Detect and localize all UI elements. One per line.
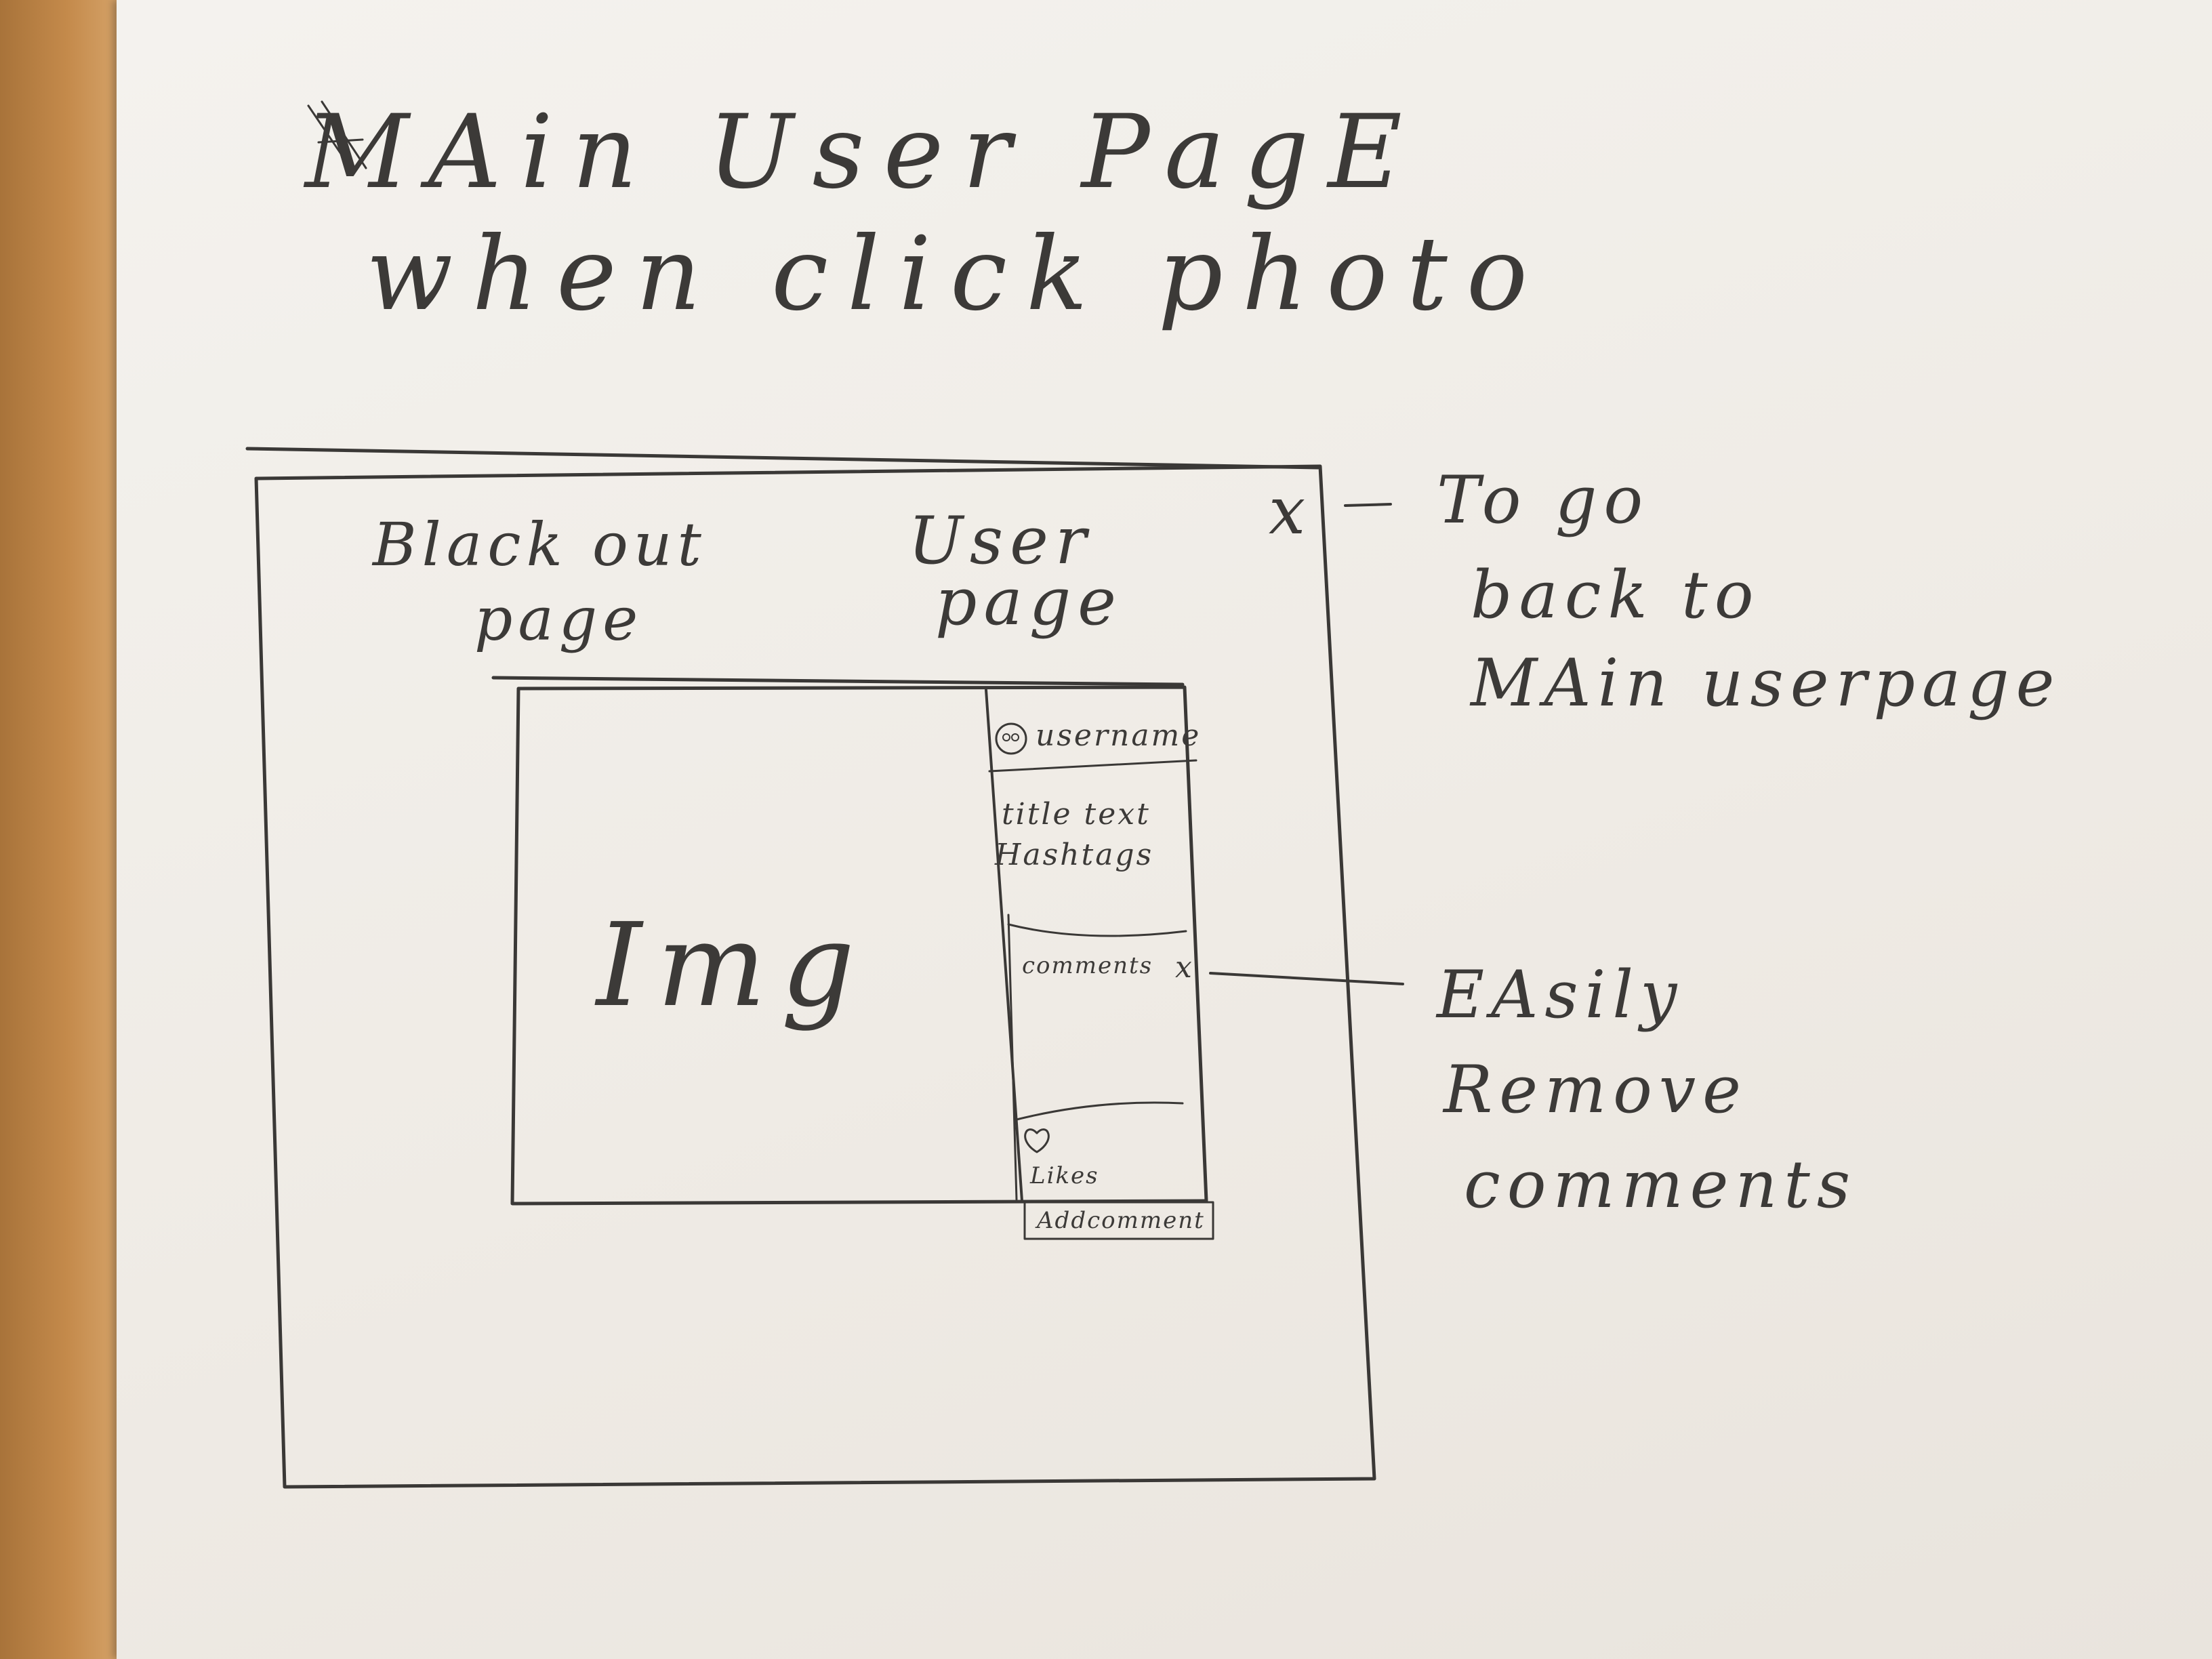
- background-page-label-line-2: page: [935, 564, 1123, 640]
- paper-sheet: [117, 0, 2212, 1659]
- remove-note-line-1: EAsily: [1437, 957, 1684, 1033]
- close-note-line-1: To go: [1437, 462, 1650, 538]
- comment-text: comments: [1022, 952, 1153, 979]
- desk-background: [0, 0, 122, 1659]
- likes-label[interactable]: Likes: [1030, 1162, 1099, 1189]
- comments-box-top: [1007, 923, 1187, 937]
- close-note-line-3: MAin userpage: [1471, 645, 2062, 721]
- modal-frame: [510, 685, 1208, 1206]
- avatar: [995, 722, 1027, 755]
- add-comment-box: [1023, 1201, 1214, 1240]
- caption-title-text: title text: [1002, 797, 1151, 832]
- close-leader-line: [1344, 503, 1392, 507]
- image-placeholder-label: Img: [596, 899, 870, 1033]
- remove-leader-line: [1209, 972, 1404, 985]
- blackout-label-line-2: page: [474, 584, 644, 654]
- username-label[interactable]: username: [1036, 718, 1202, 753]
- username-separator: [988, 759, 1197, 773]
- remove-comment-icon[interactable]: x: [1175, 950, 1194, 985]
- overlay-frame: [254, 464, 1376, 1489]
- remove-note-line-3: comments: [1464, 1147, 1858, 1223]
- overlay-frame-top-edge: [245, 447, 1320, 470]
- heading-line-1: MAin User PagE: [305, 94, 1421, 211]
- heading-scribble: [307, 100, 367, 172]
- background-page-label-line-1: User: [908, 503, 1093, 579]
- blackout-label-line-1: Black out: [373, 510, 707, 579]
- remove-note-line-2: Remove: [1443, 1052, 1748, 1128]
- comments-box: [1007, 914, 1018, 1201]
- add-comment-input[interactable]: Addcomment: [1037, 1207, 1205, 1234]
- heart-icon: [1024, 1128, 1050, 1153]
- close-overlay-icon[interactable]: x: [1269, 473, 1313, 549]
- heading-line-2: when click photo: [366, 216, 1547, 333]
- caption-hashtags: Hashtags: [995, 838, 1154, 872]
- comments-box-bottom: [1015, 1101, 1184, 1121]
- side-panel-divider: [985, 689, 1023, 1202]
- close-note-line-2: back to: [1471, 557, 1761, 633]
- modal-top-edge: [491, 676, 1185, 687]
